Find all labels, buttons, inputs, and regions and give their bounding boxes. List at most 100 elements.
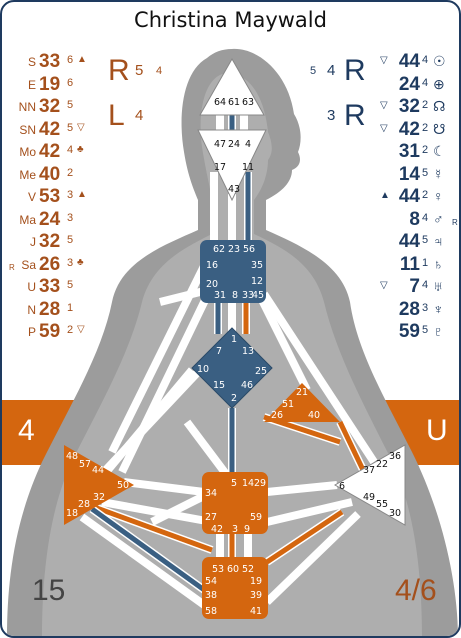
pers-planet-icon: ☾ <box>433 143 446 159</box>
spleen-gate: 28 <box>78 499 90 510</box>
root-gate: 58 <box>205 606 217 617</box>
channel <box>108 256 212 454</box>
design-planet-label: NN <box>18 100 36 114</box>
g-gate: 13 <box>242 346 254 357</box>
throat-gate: 16 <box>206 260 218 271</box>
solar-gate: 49 <box>363 492 375 503</box>
spleen-gate: 48 <box>66 451 78 462</box>
channel <box>260 291 378 465</box>
design-gate: 53 <box>39 186 61 207</box>
design-gate: 32 <box>39 231 61 252</box>
spleen-gate: 18 <box>66 508 78 519</box>
pers-gate: 42 <box>398 118 420 140</box>
design-arrow: ▽ <box>77 121 85 133</box>
solar-gate: 37 <box>363 465 375 476</box>
design-planet-label: Ma <box>19 212 36 227</box>
pers-line: 2 <box>422 99 429 111</box>
channel <box>254 290 311 392</box>
ego-gate: 26 <box>271 410 283 421</box>
design-line: 1 <box>67 301 74 314</box>
pers-planet-icon: ☉ <box>433 53 446 69</box>
pers-planet-icon: ☿ <box>433 165 444 182</box>
throat-center <box>200 240 266 303</box>
spleen-gate: 32 <box>93 492 105 503</box>
sacral-gate: 27 <box>205 512 217 523</box>
ajna-gate: 17 <box>214 162 226 173</box>
pers-gate: 44 <box>398 51 420 72</box>
design-line: 6 <box>67 76 74 89</box>
channel <box>90 506 209 595</box>
pers-top-variable-num1: 5 <box>310 65 317 77</box>
pers-arrow: ▽ <box>380 122 388 134</box>
pers-line: 1 <box>422 256 429 269</box>
root-gate: 53 <box>212 564 224 575</box>
g-gate: 46 <box>241 380 253 391</box>
ajna-gate: 24 <box>228 139 240 150</box>
ego-gate: 51 <box>282 399 294 410</box>
pers-line: 5 <box>422 324 429 336</box>
ajna-gate: 47 <box>214 139 226 150</box>
design-planet-label: SN <box>19 122 36 137</box>
design-planet-label: N <box>27 302 36 317</box>
centers <box>64 57 406 619</box>
design-planet-label: Me <box>19 167 36 182</box>
ego-center <box>264 383 340 422</box>
root-gate: 54 <box>205 576 217 587</box>
pers-gate: 59 <box>398 321 420 342</box>
pers-planet-icon: ♄ <box>433 255 444 272</box>
throat-gate: 8 <box>232 290 238 301</box>
head-gate: 64 <box>214 97 226 108</box>
design-planet-label: Mo <box>19 145 36 159</box>
ajna-center <box>197 129 267 202</box>
sacral-center <box>202 472 268 534</box>
g-gate: 1 <box>231 334 237 345</box>
pers-line: 2 <box>422 189 429 201</box>
throat-gate: 35 <box>251 260 263 271</box>
chart-owner-name: Christina Maywald <box>134 8 327 32</box>
profile-value: 4/6 <box>395 574 437 607</box>
channel <box>123 478 205 496</box>
pers-planet-icon: ♀ <box>433 188 444 204</box>
design-line: 5 <box>67 279 74 291</box>
pers-line: 4 <box>422 54 429 66</box>
pers-gate: 44 <box>398 186 420 207</box>
ajna-gate: 4 <box>245 139 251 150</box>
design-arrow: ▲ <box>77 189 87 200</box>
design-planet-label: V <box>27 190 36 204</box>
design-arrow: ▽ <box>77 324 85 335</box>
pers-arrow: ▽ <box>380 280 388 291</box>
sacral-gate: 29 <box>254 478 266 489</box>
spleen-gate: 44 <box>92 465 104 476</box>
solar-gate: 6 <box>339 481 345 492</box>
design-top-variable-num2: 4 <box>156 65 163 77</box>
channel <box>266 481 338 496</box>
design-bottom-variable-letter: L <box>108 99 125 132</box>
design-gate: 40 <box>39 163 61 185</box>
pers-line: 5 <box>422 166 429 179</box>
design-planet-label: J <box>30 235 36 249</box>
pers-planet-icon: ♇ <box>433 323 444 339</box>
pers-arrow: ▽ <box>380 55 388 66</box>
g-gate: 7 <box>216 346 222 357</box>
channel <box>101 498 213 526</box>
ajna-gate: 11 <box>242 162 254 173</box>
pers-planet-icon: ☊ <box>433 98 446 114</box>
root-gate: 39 <box>250 590 262 601</box>
throat-gate: 20 <box>206 279 218 290</box>
pers-planet-icon: ☋ <box>433 120 446 137</box>
